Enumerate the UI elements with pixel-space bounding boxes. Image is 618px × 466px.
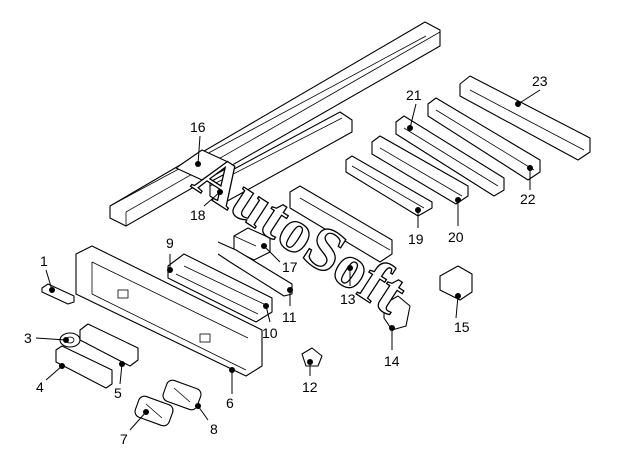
callout-4: 4 [36,379,44,395]
clip-12 [301,347,323,367]
callout-21: 21 [406,87,422,103]
channel-23 [459,75,591,161]
callout-15: 15 [454,319,470,335]
callout-12: 12 [302,379,318,395]
callout-10: 10 [262,325,278,341]
callout-14: 14 [384,353,400,369]
callout-17: 17 [282,259,298,275]
lamp-8 [162,379,202,411]
callout-18: 18 [190,207,206,223]
plate-1 [41,283,75,305]
callout-22: 22 [520,191,536,207]
bumper-plate-6 [75,245,263,377]
callout-8: 8 [210,421,218,437]
plate-4 [55,345,113,389]
plate-5 [79,323,139,367]
callout-16: 16 [190,119,206,135]
channel-21 [395,115,505,197]
bracket-16 [175,149,229,181]
inner-rail [209,111,353,205]
callout-20: 20 [448,229,464,245]
callout-11: 11 [282,309,297,325]
bracket-14 [383,295,411,331]
callout-9: 9 [166,235,174,251]
channel-20 [371,135,469,205]
cross-member-13 [289,185,393,263]
callout-13: 13 [340,291,356,307]
callout-23: 23 [532,73,548,89]
callout-6: 6 [226,395,234,411]
callout-5: 5 [114,385,122,401]
channel-19 [345,155,433,217]
callout-labels: 1 2 3 4 5 6 7 8 9 10 11 12 13 14 15 16 1… [24,73,548,447]
frame-9-10 [167,253,273,323]
rod-11 [217,241,293,297]
callout-7: 7 [120,431,128,447]
channel-22 [427,97,541,181]
bracket-15 [439,265,473,301]
callout-19: 19 [408,231,424,247]
callout-3: 3 [24,330,32,346]
callout-1: 1 [40,253,48,269]
lamp-7 [134,395,174,427]
leaders [35,89,541,431]
